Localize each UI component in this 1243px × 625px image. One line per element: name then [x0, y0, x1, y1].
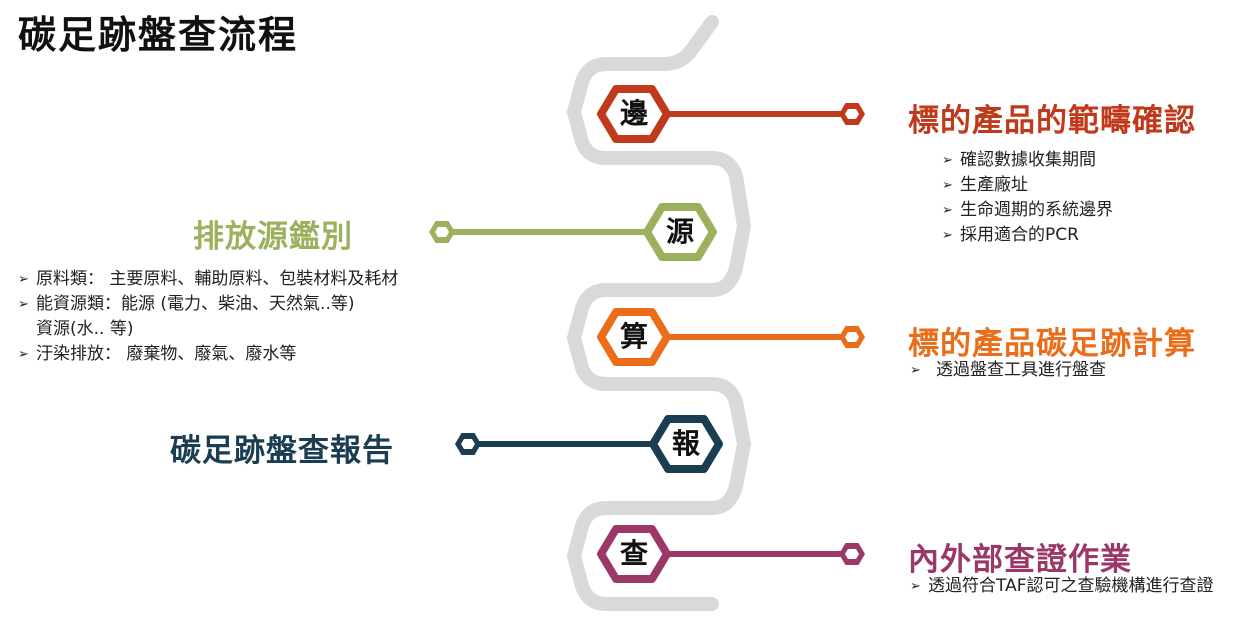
step-verify-heading: 內外部查證作業 — [908, 542, 1132, 578]
bullet-item: 能資源類：能源 (電力、柴油、天然氣..等) 資源(水.. 等) — [18, 292, 398, 342]
node-hexagon — [597, 525, 671, 583]
bullet-item: 確認數據收集期間 — [942, 148, 1113, 173]
node-hexagon — [643, 203, 717, 261]
step-report-connector — [455, 415, 723, 473]
node-hexagon — [597, 85, 671, 143]
bullet-item: 生命週期的系統邊界 — [942, 198, 1113, 223]
bullet-item: 原料類： 主要原料、輔助原料、包裝材料及耗材 — [18, 267, 398, 292]
step-source-connector — [429, 203, 717, 261]
node-label-source: 源 — [665, 215, 694, 248]
node-label-boundary: 邊 — [619, 97, 648, 130]
node-label-report: 報 — [671, 427, 700, 460]
step-verify-bullets: 透過符合TAF認可之查驗機構進行查證 — [910, 574, 1213, 599]
node-label-verify: 查 — [619, 537, 648, 570]
step-report-heading: 碳足跡盤查報告 — [170, 433, 394, 469]
winding-path — [566, 15, 752, 611]
step-boundary-heading: 標的產品的範疇確認 — [908, 103, 1196, 139]
bullet-item: 汙染排放： 廢棄物、廢氣、廢水等 — [18, 342, 398, 367]
bullet-item: 生產廠址 — [942, 173, 1113, 198]
step-boundary-connector — [597, 85, 865, 143]
bullet-item: 透過盤查工具進行盤查 — [910, 358, 1106, 383]
bullet-continuation: 資源(水.. 等) — [36, 319, 134, 339]
node-hexagon — [597, 308, 671, 366]
bullet-line: 能資源類：能源 (電力、柴油、天然氣..等) — [36, 294, 355, 314]
step-verify-connector — [597, 525, 865, 583]
step-calculate-heading: 標的產品碳足跡計算 — [908, 326, 1196, 362]
node-hexagon — [649, 415, 723, 473]
step-calculate-bullets: 透過盤查工具進行盤查 — [910, 358, 1106, 383]
step-source-heading: 排放源鑑別 — [193, 219, 353, 255]
step-boundary-bullets: 確認數據收集期間 生產廠址 生命週期的系統邊界 採用適合的PCR — [942, 148, 1113, 248]
bullet-item: 透過符合TAF認可之查驗機構進行查證 — [910, 574, 1213, 599]
bullet-item: 採用適合的PCR — [942, 223, 1113, 248]
page-title: 碳足跡盤查流程 — [18, 13, 299, 57]
step-calculate-connector — [597, 308, 865, 366]
step-source-bullets: 原料類： 主要原料、輔助原料、包裝材料及耗材 能資源類：能源 (電力、柴油、天然… — [18, 267, 398, 367]
node-label-calculate: 算 — [619, 320, 648, 353]
